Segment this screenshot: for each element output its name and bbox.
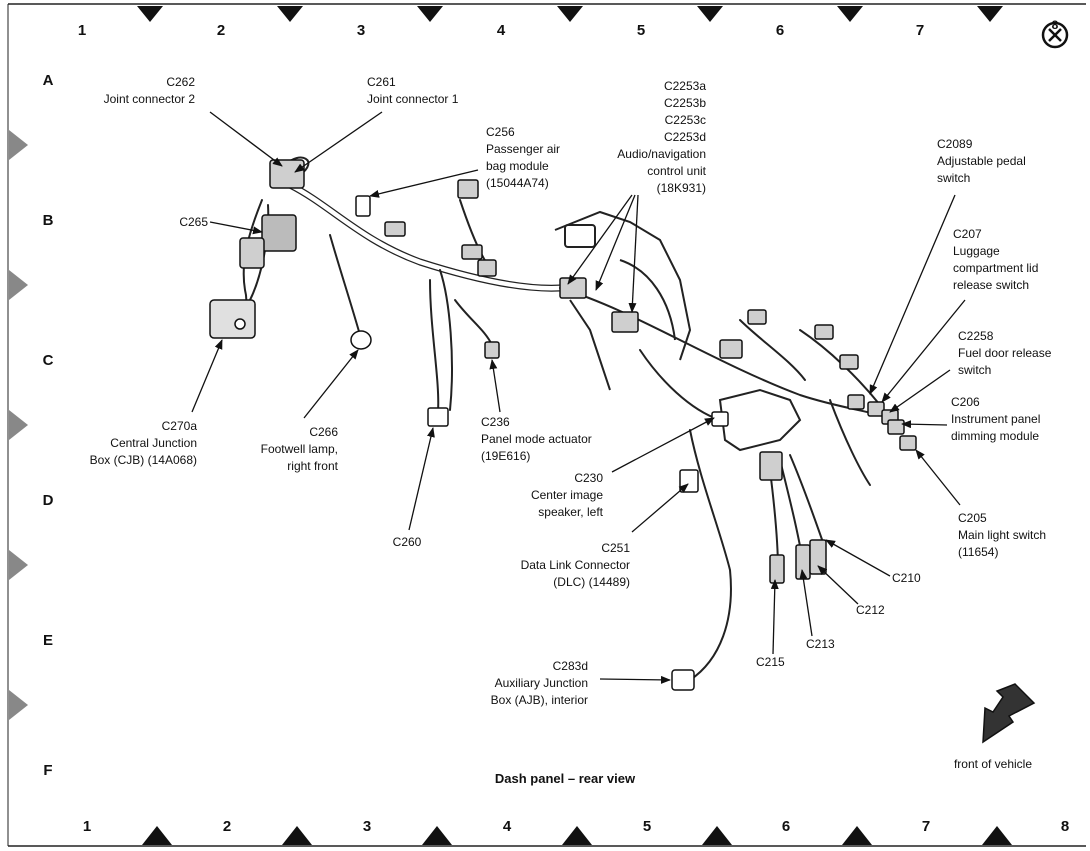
grid-col-top-5: 5 bbox=[636, 22, 646, 39]
left-grid-markers bbox=[9, 130, 28, 720]
grid-col-bottom-7: 7 bbox=[921, 818, 931, 835]
grid-col-bottom-3: 3 bbox=[362, 818, 372, 835]
grid-col-bottom-1: 1 bbox=[82, 818, 92, 835]
grid-row-e: E bbox=[42, 632, 53, 649]
grid-row-d: D bbox=[42, 492, 54, 509]
grid-row-a: A bbox=[42, 72, 54, 89]
page-frame bbox=[7, 3, 1086, 847]
grid-col-bottom-2: 2 bbox=[222, 818, 232, 835]
callout-c213: C213 bbox=[806, 637, 835, 651]
grid-col-top-3: 3 bbox=[356, 22, 366, 39]
bottom-grid-markers bbox=[142, 826, 1012, 845]
front-arrow-icon bbox=[982, 683, 1036, 744]
callout-c265: C265 bbox=[179, 215, 208, 229]
grid-col-bottom-6: 6 bbox=[781, 818, 791, 835]
diagram-title: Dash panel – rear view bbox=[494, 771, 636, 786]
top-grid-markers bbox=[137, 6, 1003, 22]
grid-row-c: C bbox=[42, 352, 54, 369]
grid-col-bottom-8: 8 bbox=[1060, 818, 1070, 835]
leader-lines bbox=[191, 111, 966, 684]
grid-col-bottom-5: 5 bbox=[642, 818, 652, 835]
grid-row-f: F bbox=[43, 762, 53, 779]
callout-c212: C212 bbox=[856, 603, 885, 617]
grid-col-top-8: 8 bbox=[1051, 18, 1059, 32]
callout-c260: C260 bbox=[392, 535, 422, 549]
grid-col-top-2: 2 bbox=[216, 22, 226, 39]
circled-8-cross-icon bbox=[1041, 21, 1069, 49]
instrument-panel-bracket bbox=[554, 210, 802, 452]
callout-c210: C210 bbox=[892, 571, 921, 585]
grid-col-top-4: 4 bbox=[496, 22, 506, 39]
connector-blocks bbox=[209, 159, 917, 691]
grid-row-b: B bbox=[42, 212, 54, 229]
grid-col-top-1: 1 bbox=[77, 22, 87, 39]
grid-col-top-7: 7 bbox=[915, 22, 925, 39]
front-of-vehicle-label: front of vehicle bbox=[953, 757, 1033, 771]
grid-col-bottom-4: 4 bbox=[502, 818, 512, 835]
callout-c215: C215 bbox=[756, 655, 785, 669]
grid-col-top-6: 6 bbox=[775, 22, 785, 39]
